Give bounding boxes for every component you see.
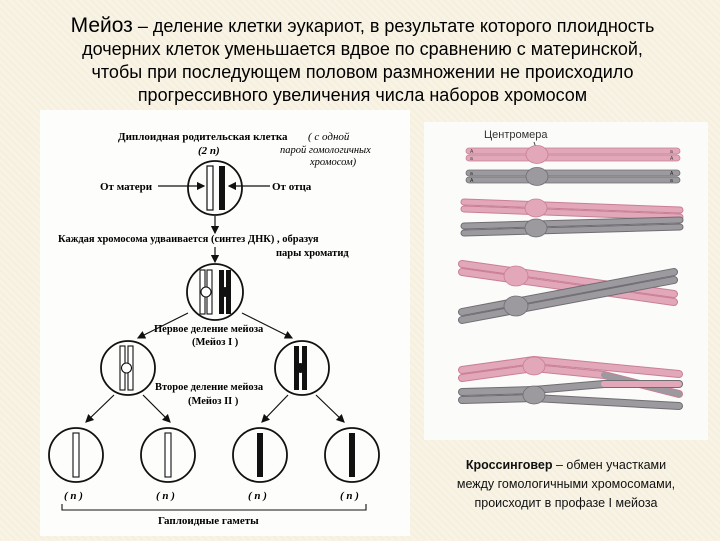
arrow-to-gamete-4 <box>315 394 345 423</box>
header-line-1-rest: – деление клетки эукариот, в результате … <box>132 16 655 36</box>
gamete-1-chromosome <box>72 432 80 478</box>
second-division-label: Второе деление мейоза <box>155 382 264 393</box>
maternal-centromere <box>200 286 212 298</box>
meiosis-scheme: Диплоидная родительская клетка ( с одной… <box>40 110 410 536</box>
two-n-label: (2 n) <box>198 145 220 157</box>
gamete-4-ploidy: ( n ) <box>340 490 359 502</box>
first-division-label: Первое деление мейоза <box>154 324 264 335</box>
arrow-to-gamete-1 <box>85 394 115 423</box>
meiosis-one-label: (Мейоз I ) <box>192 337 239 348</box>
stage-2-gray-fill-a <box>461 217 683 229</box>
from-father-label: От отца <box>272 181 312 193</box>
chromatid-mark-2: a <box>470 156 473 162</box>
arrow-to-right-daughter <box>241 312 294 339</box>
stage-1-pink-chromatid-b <box>465 154 681 162</box>
caption-definition: – обмен участками <box>552 458 667 472</box>
stage-2-pink-fill-a <box>461 199 683 213</box>
centromere-label: Центромера <box>484 129 548 141</box>
stage-1-pink-centromere <box>525 145 549 164</box>
stage-3-pink-fill-b <box>459 269 677 305</box>
chromatid-pairs-text: пары хроматид <box>276 248 349 259</box>
gamete-2-ploidy: ( n ) <box>156 490 175 502</box>
header-line-4: прогрессивного увеличения числа наборов … <box>137 85 588 105</box>
stage-2-pink-centromere <box>524 198 548 218</box>
stage-3-gray-fill-a <box>459 269 677 315</box>
meiosis-two-label: (Мейоз II ) <box>188 396 239 407</box>
stage-3-pink-centromere <box>503 265 529 287</box>
stage-2-pair <box>460 198 684 238</box>
from-mother-label: От матери <box>100 181 153 193</box>
chromatid-mark-4: A <box>670 156 674 162</box>
one-pair-line2: парой гомологичных <box>280 145 371 156</box>
stage-3-gray-centromere <box>503 295 529 317</box>
stage-1-pair <box>465 145 681 186</box>
slide-header: Мейоз – деление клетки эукариот, в резул… <box>20 14 705 107</box>
caption-line-1: Кроссинговер – обмен участками <box>420 456 712 475</box>
paternal-chromosome <box>219 166 225 210</box>
chromatid-mark-7: A <box>670 171 674 177</box>
duplicated-cell <box>186 263 244 321</box>
header-line-1: Мейоз – деление клетки эукариот, в резул… <box>20 14 705 38</box>
gamete-cell-4 <box>324 427 380 483</box>
diploid-label: Диплоидная родительская клетка <box>118 131 288 143</box>
chromatid-mark-5: a <box>470 171 473 177</box>
stage-2-gray-centromere <box>524 218 548 238</box>
maternal-chromosome <box>206 165 214 211</box>
caption-term: Кроссинговер <box>465 458 553 472</box>
header-line-2: дочерних клеток уменьшается вдвое по сра… <box>82 39 643 59</box>
stage-1-pink-chromatid-a <box>465 147 681 155</box>
one-pair-label: ( с одной <box>308 131 350 143</box>
stage-1-gray-centromere <box>525 167 549 186</box>
stage-3-gray-fill-b <box>459 277 677 323</box>
stage-4-gray-fill-b <box>459 395 682 409</box>
chromatid-mark-1: A <box>470 149 474 155</box>
gamete-1-ploidy: ( n ) <box>64 490 83 502</box>
gamete-2-chromosome <box>164 432 172 478</box>
header-line-3: чтобы при последующем половом размножени… <box>91 62 634 82</box>
stage-1-gray-chromatid-a <box>465 169 681 177</box>
chromatid-mark-3: a <box>670 149 673 155</box>
gamete-cell-3 <box>232 427 288 483</box>
stage-2-pink-fill-b <box>461 206 683 220</box>
gametes-label: Гаплоидные гаметы <box>158 515 259 527</box>
stage-4-gray-centromere <box>522 385 546 405</box>
header-title-word: Мейоз <box>70 14 133 37</box>
chromatid-mark-8: a <box>670 178 673 184</box>
stage-4-pink-centromere <box>522 356 546 376</box>
stage-3-crossing <box>458 260 678 324</box>
crossing-over-figure: Центромера <box>424 122 708 440</box>
one-pair-line3: хромосом) <box>309 157 357 168</box>
stage-1-gray-chromatid-b <box>465 176 681 184</box>
arrow-to-gamete-2 <box>142 394 171 423</box>
arrow-to-left-daughter <box>136 312 189 339</box>
gamete-4-chromosome <box>349 433 355 477</box>
stage-4-exchanged <box>458 356 683 410</box>
gamete-3-ploidy: ( n ) <box>248 490 267 502</box>
crossing-over-svg: Центромера <box>458 129 684 410</box>
right-daughter-cell <box>274 340 330 396</box>
left-daughter-cell <box>100 340 156 396</box>
caption-line-3: происходит в профазе I мейоза <box>474 496 658 510</box>
gamete-cell-2 <box>140 427 196 483</box>
caption-line-2: между гомологичными хромосомами, <box>456 477 676 491</box>
left-daughter-centromere <box>120 362 133 374</box>
duplication-text: Каждая хромосома удваивается (синтез ДНК… <box>58 234 319 245</box>
diploid-cell <box>187 160 243 216</box>
chromatid-mark-6: A <box>470 178 474 184</box>
gamete-cell-1 <box>48 427 104 483</box>
gametes-bracket <box>61 504 367 511</box>
stage-2-gray-fill-b <box>461 224 683 236</box>
arrow-to-gamete-3 <box>261 394 289 423</box>
gamete-3-chromosome <box>257 433 263 477</box>
crossing-over-caption: Кроссинговер – обмен участками между гом… <box>420 456 712 513</box>
meiosis-scheme-svg: Диплоидная родительская клетка ( с одной… <box>48 131 380 527</box>
paternal-centromere <box>220 287 230 297</box>
right-daughter-centromere <box>295 363 306 373</box>
